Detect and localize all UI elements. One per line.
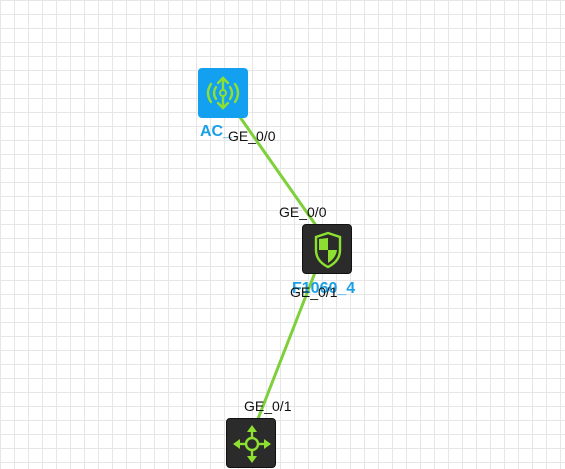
- port-label-router-ge0-1: GE_0/1: [244, 398, 292, 414]
- link-ac-firewall[interactable]: [233, 109, 324, 235]
- device-firewall[interactable]: [302, 224, 352, 274]
- device-label-ac[interactable]: AC_: [200, 123, 233, 140]
- router-arrows-icon: [233, 425, 271, 463]
- port-label-ac-ge0-0: GE_0/0: [228, 128, 276, 144]
- link-firewall-router[interactable]: [254, 269, 318, 425]
- firewall-shield-icon: [314, 231, 342, 269]
- port-label-firewall-ge0-0: GE_0/0: [279, 204, 327, 220]
- device-ac[interactable]: [198, 68, 248, 118]
- port-label-firewall-ge0-1: GE_0/1: [290, 284, 338, 300]
- device-router[interactable]: [226, 418, 276, 468]
- wireless-ac-icon: [206, 76, 240, 110]
- device-label-firewall[interactable]: F1060_4: [292, 280, 356, 297]
